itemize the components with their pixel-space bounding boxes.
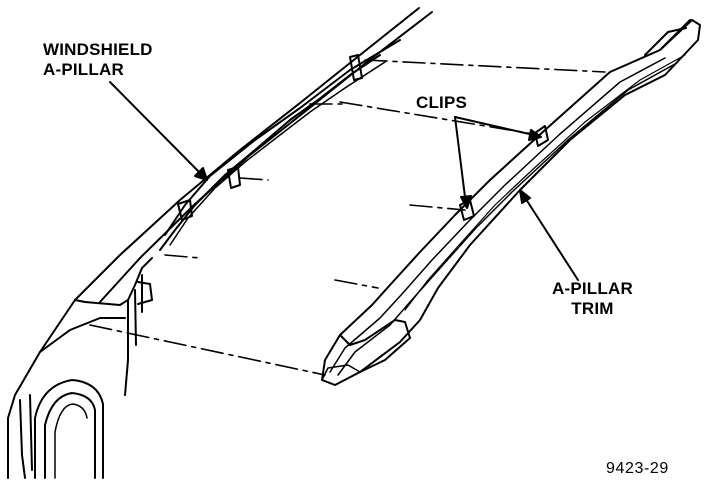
align-line-bottom — [89, 324, 326, 376]
wheel-arch-inner — [44, 392, 96, 479]
align-line-low — [164, 254, 201, 259]
align-line-top — [364, 59, 606, 73]
leader-clip-lower — [454, 116, 467, 206]
roof-edge-outer — [7, 7, 420, 479]
windshield-label-line1: WINDSHIELD — [43, 40, 153, 59]
leader-clip-upper-arrow — [528, 129, 542, 141]
leader-lines — [109, 81, 579, 281]
trim-inner-edge-2 — [337, 63, 676, 376]
a-pillar-trim-label: A-PILLAR TRIM — [552, 279, 633, 319]
trim-clip-upper — [534, 125, 549, 147]
pillar-tab-top — [349, 54, 363, 81]
trim-outer-edge — [321, 19, 701, 386]
cowl-vertical — [124, 274, 143, 396]
trim-bottom-foot — [321, 364, 361, 381]
align-line-lower — [334, 279, 379, 289]
cowl-bracket — [137, 281, 153, 305]
a-pillar-trim-piece — [321, 19, 701, 386]
glass-channel — [159, 54, 381, 251]
leader-clip-upper — [454, 116, 539, 137]
leader-trim-arrow — [519, 189, 531, 204]
roof-edge-line3 — [164, 39, 401, 236]
trim-label-line2: TRIM — [571, 299, 614, 318]
trim-bottom-cap — [339, 319, 411, 373]
windshield-pillar-body — [7, 7, 433, 479]
lower-panel — [19, 394, 33, 479]
trim-inner-edge-3 — [404, 54, 686, 311]
windshield-label-line2: A-PILLAR — [43, 60, 124, 79]
leader-windshield — [109, 81, 206, 179]
glass-channel-inner — [169, 61, 386, 246]
leader-windshield-arrow — [194, 167, 208, 181]
leader-clip-lower-arrow — [460, 195, 472, 209]
wheel-arch-inner2 — [54, 403, 88, 479]
clips-label: CLIPS — [416, 93, 468, 112]
pillar-tab-mid — [227, 166, 241, 189]
cowl-frame-2 — [39, 317, 126, 353]
trim-inner-edge-1 — [329, 57, 666, 373]
trim-label-line1: A-PILLAR — [552, 279, 633, 298]
align-line-mid2 — [239, 177, 269, 181]
wheel-arch — [34, 379, 104, 479]
windshield-a-pillar-label: WINDSHIELD A-PILLAR — [43, 40, 153, 80]
figure-number: 9423-29 — [606, 460, 669, 477]
trim-top-cap — [644, 19, 691, 56]
align-line-clip — [409, 204, 466, 211]
pillar-tab-low — [177, 199, 193, 221]
leader-trim — [521, 192, 579, 281]
